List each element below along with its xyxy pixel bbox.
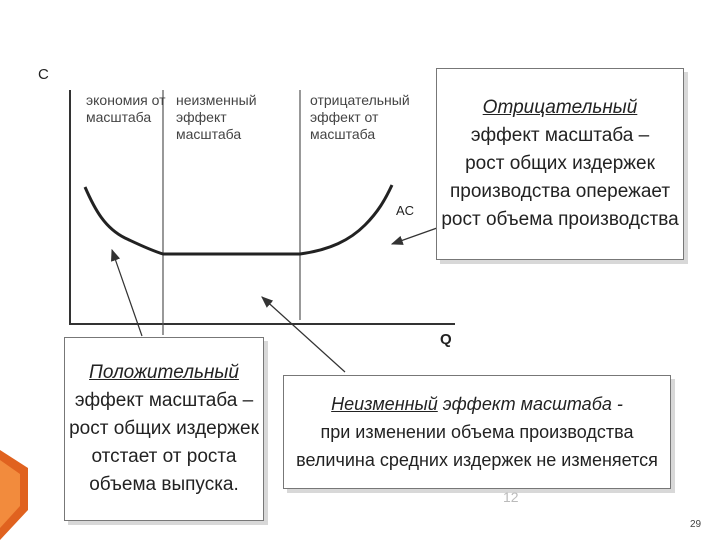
y-axis-label: C <box>38 66 49 83</box>
ac-curve-label: AC <box>396 203 415 218</box>
arrow-constant <box>261 296 346 373</box>
negative-effect-line-2: рост общих издержек <box>465 153 655 174</box>
constant-effect-title: Неизменный эффект масштаба - <box>284 390 670 418</box>
arrow-positive <box>111 248 143 337</box>
negative-effect-box: Отрицательный эффект масштаба – рост общ… <box>436 68 684 260</box>
negative-effect-title: Отрицательный <box>482 97 638 118</box>
positive-effect-line-2: рост общих издержек <box>69 418 259 439</box>
constant-effect-box: Неизменный эффект масштаба - при изменен… <box>283 375 671 489</box>
positive-effect-line-4: объема выпуска. <box>89 474 239 495</box>
positive-effect-box: Положительный эффект масштаба – рост общ… <box>64 337 264 521</box>
zone-label-economies: экономия от масштаба <box>86 92 166 125</box>
constant-effect-title-rest: эффект масштаба - <box>437 394 623 414</box>
faint-number: 12 <box>503 489 519 505</box>
arrow-negative <box>390 227 438 245</box>
negative-effect-line-3: производства опережает <box>449 181 671 202</box>
constant-effect-line-2: величина средних издержек не изменяется <box>296 450 658 470</box>
corner-decoration <box>0 450 28 540</box>
x-axis-label: Q <box>440 331 452 348</box>
constant-effect-title-em: Неизменный <box>331 394 438 414</box>
negative-effect-line-4: рост объема производства <box>441 209 679 230</box>
positive-effect-line-1: эффект масштаба – <box>74 390 254 411</box>
page-number: 29 <box>690 519 702 530</box>
positive-effect-line-3: отстает от роста <box>91 446 237 467</box>
ac-curve <box>83 184 394 256</box>
negative-effect-line-1: эффект масштаба – <box>470 125 650 146</box>
zone-label-constant: неизменный эффект масштаба <box>176 92 257 142</box>
zone-label-diseconomies: отрицательный эффект от масштаба <box>310 92 410 142</box>
constant-effect-line-1: при изменении объема производства <box>320 422 634 442</box>
positive-effect-title: Положительный <box>89 362 239 383</box>
